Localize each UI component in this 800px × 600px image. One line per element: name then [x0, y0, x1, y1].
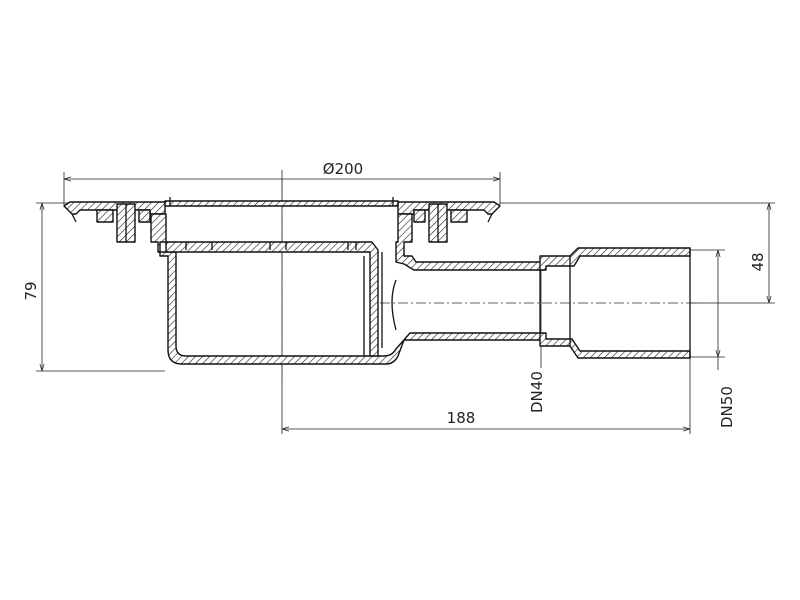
grating-cover: [164, 200, 399, 207]
clamp-bolt-left: [96, 203, 151, 243]
flange-lip: [71, 213, 493, 223]
strainer-basket: [165, 241, 379, 357]
basket-inner-lines: [363, 252, 383, 356]
drain-body-wall: [150, 213, 691, 365]
dimension-dn50: DN50: [690, 249, 736, 428]
basket-slots: [185, 242, 357, 250]
total-height-label: 79: [22, 281, 40, 300]
top-flange: [63, 197, 501, 223]
clamp-bolt-right: [413, 203, 468, 243]
dimension-outlet-height: 48: [500, 202, 775, 304]
dn50-label: DN50: [718, 386, 736, 428]
dimension-total-height: 79: [22, 202, 165, 372]
outlet-length-label: 188: [447, 409, 476, 427]
outlet-height-label: 48: [749, 252, 767, 271]
top-width-label: Ø200: [323, 160, 363, 178]
dn40-label: DN40: [528, 371, 546, 413]
outlet-inner-contour: [391, 248, 691, 358]
